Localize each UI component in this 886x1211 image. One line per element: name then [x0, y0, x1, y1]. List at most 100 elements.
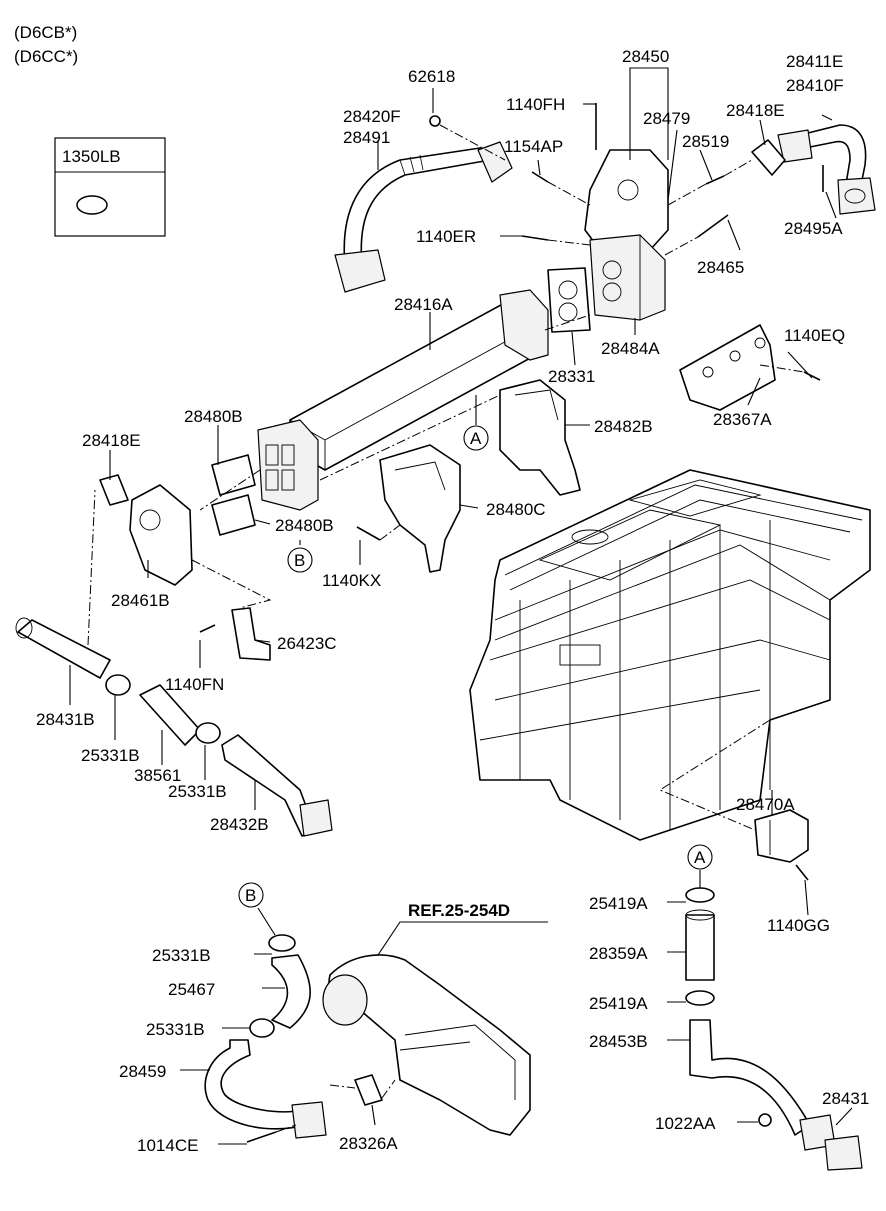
egr-valve-assembly: [584, 149, 669, 321]
clamp-25331b-b: [195, 722, 221, 744]
label-28367a: 28367A: [713, 410, 772, 429]
callout-a-right: A: [687, 844, 713, 870]
hose-28359a: [685, 914, 715, 981]
label-38561: 38561: [134, 766, 181, 785]
assembly-dash-lines: [87, 124, 805, 1133]
label-25331b-b: 25331B: [168, 782, 227, 801]
callout-a-top: A: [463, 425, 489, 451]
label-28480c: 28480C: [486, 500, 546, 519]
gasket-28331: [547, 267, 591, 333]
label-1140er: 1140ER: [416, 227, 476, 246]
label-28459: 28459: [119, 1062, 166, 1081]
bolt-1140er: [521, 235, 549, 241]
label-1140eq: 1140EQ: [784, 326, 845, 345]
legend-box: 1350LB: [54, 137, 166, 237]
gasket-28326a: [354, 1074, 383, 1106]
engine-code-2: (D6CC*): [14, 47, 78, 66]
nut-62618: [429, 115, 441, 127]
label-28326a: 28326A: [339, 1134, 398, 1153]
bolt-1140gg: [795, 864, 809, 881]
pipe-28459: [204, 1039, 327, 1139]
flange-28461b: [129, 484, 193, 586]
label-28431: 28431: [822, 1089, 869, 1108]
hose-25467: [271, 954, 311, 1029]
svg-text:B: B: [245, 886, 256, 905]
clamp-25331b-c: [268, 934, 296, 952]
nut-1022aa: [758, 1113, 772, 1127]
label-1140gg: 1140GG: [767, 916, 830, 935]
clamp-25419a-upper: [685, 887, 715, 903]
bracket-28480c: [379, 444, 461, 573]
stud-28519: [705, 175, 725, 185]
clamp-25419a-lower: [685, 990, 715, 1006]
clamp-25331b-d: [249, 1018, 275, 1038]
legend-part-number: 1350LB: [62, 147, 121, 166]
pipe-28431b: [15, 617, 111, 679]
reference-label: REF.25-254D: [408, 901, 510, 920]
label-28480b-mid: 28480B: [275, 516, 334, 535]
housing-ref-25-254d: [322, 954, 531, 1136]
svg-text:A: A: [694, 848, 706, 867]
label-28480b-top: 28480B: [184, 407, 243, 426]
label-1140fh: 1140FH: [506, 95, 565, 114]
label-25331b-d: 25331B: [146, 1020, 205, 1039]
leader-lines: [69, 67, 853, 1145]
label-28453b: 28453B: [589, 1032, 648, 1051]
label-25419a-a: 25419A: [589, 894, 648, 913]
label-1014ce: 1014CE: [137, 1136, 198, 1155]
bolt-28465: [697, 214, 729, 238]
label-28411e: 28411E: [786, 52, 843, 71]
egr-pipe-right: [777, 124, 876, 215]
label-1140kx: 1140KX: [322, 571, 381, 590]
pipe-28432b-flange: [299, 799, 333, 837]
label-28416a: 28416A: [394, 295, 453, 314]
label-1154ap: 1154AP: [504, 137, 563, 156]
label-28418e-top: 28418E: [726, 101, 785, 120]
bolt-1140fn: [199, 624, 216, 633]
bracket-28480b-lower: [211, 494, 256, 536]
label-28461b: 28461B: [111, 591, 170, 610]
label-28495a: 28495A: [784, 219, 843, 238]
bracket-28367a: [679, 324, 776, 411]
label-25331b-c: 25331B: [152, 946, 211, 965]
egr-pipe-upper: [334, 141, 513, 293]
egr-cooler: [257, 289, 549, 511]
label-28519: 28519: [682, 132, 729, 151]
label-28331: 28331: [548, 367, 595, 386]
label-1140fn: 1140FN: [165, 675, 224, 694]
bolts: [199, 103, 824, 1143]
label-28479: 28479: [643, 109, 690, 128]
callout-b-bottom: B: [238, 882, 264, 908]
valve-28470a: [754, 809, 809, 863]
part-labels: 62618 28450 28411E 28410F 1140FH 28479 2…: [36, 47, 869, 1155]
stud-1154ap: [531, 171, 549, 183]
label-28432b: 28432B: [210, 815, 269, 834]
engine-block: [469, 469, 871, 841]
label-25419a-b: 25419A: [589, 994, 648, 1013]
label-28470a: 28470A: [736, 795, 795, 814]
label-25331b-a: 25331B: [81, 746, 140, 765]
svg-text:B: B: [294, 551, 305, 570]
pipe-28453b: [689, 1019, 863, 1171]
clamp-25331b-a: [105, 674, 131, 696]
gasket-28418e-left: [99, 474, 129, 506]
o-ring-icon: [76, 195, 108, 215]
label-28465: 28465: [697, 258, 744, 277]
bracket-28480b-upper: [211, 454, 256, 496]
gasket-28418e-top: [751, 139, 786, 176]
label-28484a: 28484A: [601, 339, 660, 358]
label-28491: 28491: [343, 128, 390, 147]
label-26423c: 26423C: [277, 634, 337, 653]
label-28450: 28450: [622, 47, 669, 66]
bracket-28482b: [499, 379, 581, 496]
label-62618: 62618: [408, 67, 455, 86]
label-28410f: 28410F: [786, 76, 844, 95]
label-1022aa: 1022AA: [655, 1114, 716, 1133]
callout-b-mid: B: [287, 547, 313, 573]
bracket-26423c: [231, 607, 271, 661]
bolt-1140eq: [803, 371, 821, 381]
engine-code-1: (D6CB*): [14, 23, 77, 42]
svg-text:A: A: [470, 429, 482, 448]
label-28359a: 28359A: [589, 944, 648, 963]
